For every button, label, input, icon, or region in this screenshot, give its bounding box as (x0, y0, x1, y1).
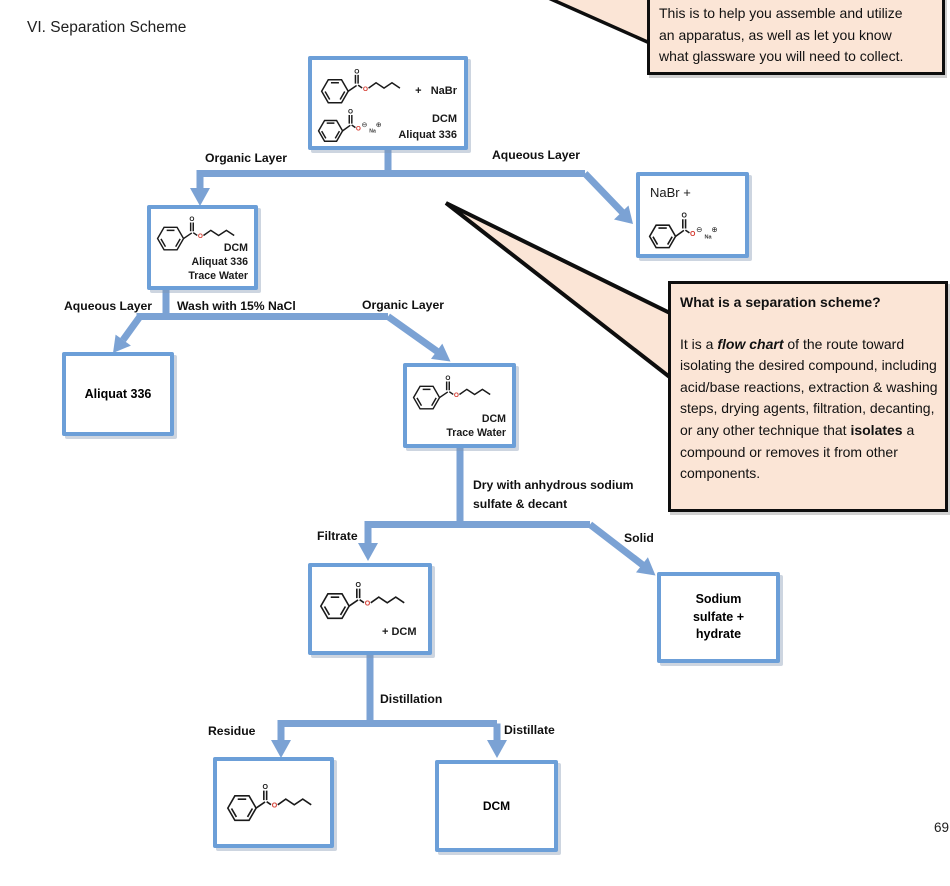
aqueous-layer-label-2: Aqueous Layer (64, 299, 153, 313)
aliquat-box: Aliquat 336 (62, 352, 174, 436)
page-title: VI. Separation Scheme (27, 19, 187, 36)
organic-layer-label-1: Organic Layer (205, 151, 287, 165)
dcm-box: DCM (435, 760, 558, 852)
top-callout: This is to help you assemble and utilize… (647, 0, 945, 75)
dry-label: Dry with anhydrous sodium sulfate & deca… (473, 478, 634, 511)
body-segment: It is a (680, 335, 718, 352)
residue-label: Residue (208, 724, 256, 738)
organic2-solvents-label: DCM Trace Water (446, 413, 506, 439)
body-segment: a compound or removes it from other comp… (680, 421, 915, 482)
connector-lines (120, 150, 647, 743)
butyl-benzoate-structure (412, 374, 491, 410)
side-callout-body: It is a flow chart of the route toward i… (680, 334, 941, 485)
top-callout-text: This is to help you assemble and utilize… (659, 5, 904, 65)
plus-nabr-label: + NaBr (415, 85, 457, 97)
filtrate-box: + DCM (308, 563, 432, 655)
page-number: 69 (934, 820, 950, 835)
arrowheads (113, 188, 656, 758)
sodium-sulfate-label: Sodium sulfate + hydrate (692, 592, 745, 642)
aliquat-label: Aliquat 336 (84, 387, 152, 401)
start-solvents-label: DCM Aliquat 336 (398, 113, 457, 141)
flow-chart-emphasis: flow chart (717, 335, 784, 352)
body-segment: of the route toward isolating the desire… (680, 335, 938, 438)
top-callout-tail (548, 0, 654, 47)
dcm-label: DCM (482, 799, 511, 813)
wash-nacl-label: Wash with 15% NaCl (177, 299, 296, 313)
organic1-solvents-label: DCM Aliquat 336 Trace Water (188, 242, 248, 282)
benzoate-anion-structure (648, 211, 719, 249)
organic-layer-box-1: DCM Aliquat 336 Trace Water (147, 205, 258, 290)
aqueous-layer-box: NaBr + (636, 172, 749, 258)
solid-label: Solid (624, 531, 654, 545)
plus-dcm-label: + DCM (382, 626, 417, 638)
distillation-label: Distillation (380, 692, 443, 706)
filtrate-label: Filtrate (317, 529, 358, 543)
nabr-plus-label: NaBr + (650, 185, 691, 200)
side-callout-heading: What is a separation scheme? (680, 294, 881, 310)
benzoate-anion-structure (317, 107, 383, 142)
isolates-emphasis: isolates (850, 421, 903, 438)
residue-box (213, 757, 334, 848)
butyl-benzoate-structure (320, 581, 406, 620)
aqueous-layer-label-1: Aqueous Layer (492, 148, 581, 162)
sodium-sulfate-box: Sodium sulfate + hydrate (657, 572, 780, 663)
start-mixture-box: + NaBr DCM Aliquat 336 (308, 56, 468, 150)
organic-layer-label-2: Organic Layer (362, 298, 444, 312)
distillate-label: Distillate (504, 723, 555, 737)
side-callout: What is a separation scheme? It is a flo… (668, 281, 948, 512)
organic-layer-box-2: DCM Trace Water (403, 363, 516, 448)
butyl-benzoate-structure (227, 783, 313, 822)
